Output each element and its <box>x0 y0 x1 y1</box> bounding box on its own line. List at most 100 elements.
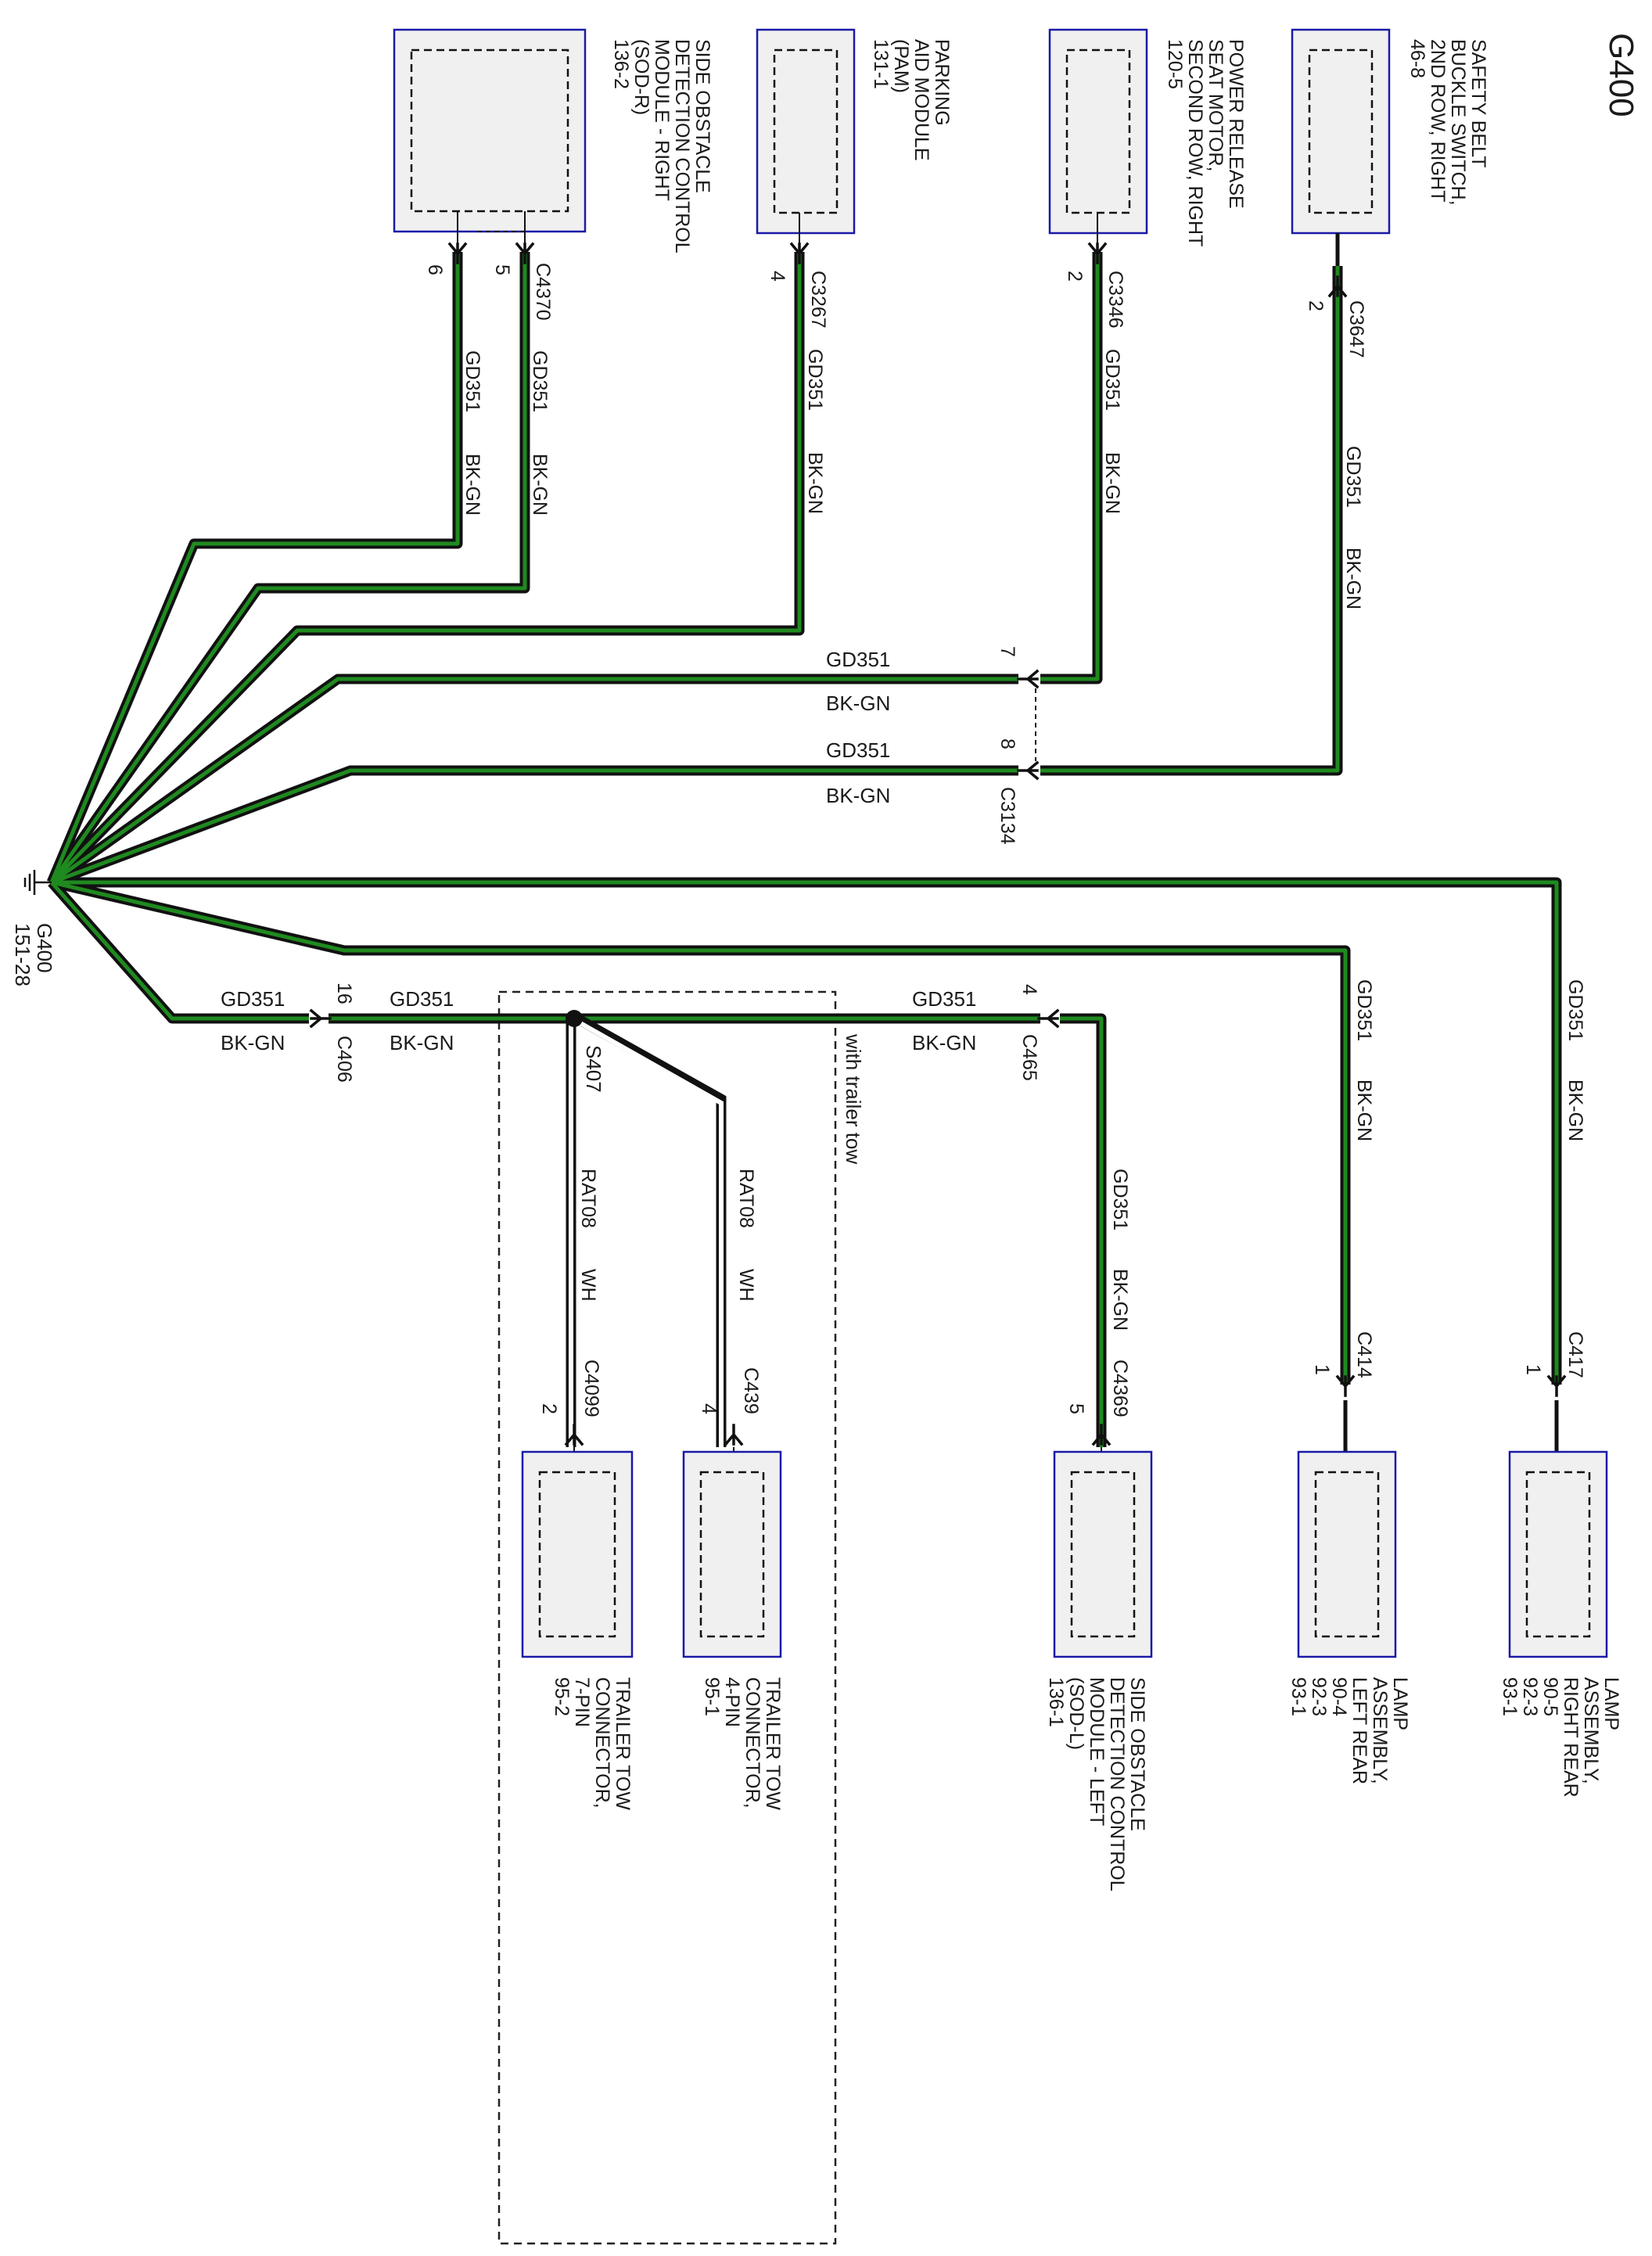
bottom-wire-labels: GD351 BK-GN GD351 BK-GN GD351 BK-GN RAT0… <box>577 979 1586 1331</box>
ground-ref: 151-28 <box>11 923 34 986</box>
fork-c414 <box>1336 1375 1355 1397</box>
bottom-pin-leads <box>573 1447 1102 1472</box>
svg-text:7-PIN: 7-PIN <box>571 1677 593 1727</box>
connector-c439: C439 <box>740 1367 762 1414</box>
svg-text:BK-GN: BK-GN <box>826 784 890 807</box>
pin-c4370-6: 6 <box>424 264 446 275</box>
svg-text:(SOD-L): (SOD-L) <box>1065 1677 1087 1750</box>
svg-text:(SOD-R): (SOD-R) <box>630 39 652 115</box>
svg-text:DETECTION CONTROL: DETECTION CONTROL <box>671 39 693 253</box>
ground-symbol <box>23 870 52 895</box>
trailer-7pin-label: TRAILER TOW CONNECTOR, 7-PIN 95-2 <box>551 1677 634 1810</box>
svg-text:120-5: 120-5 <box>1164 39 1186 89</box>
component-sod-left <box>1053 1450 1153 1658</box>
pin-c439: 4 <box>698 1403 720 1414</box>
component-trailer-7pin <box>521 1450 634 1658</box>
svg-text:TRAILER TOW: TRAILER TOW <box>612 1677 634 1810</box>
svg-text:46-8: 46-8 <box>1406 39 1428 78</box>
connector-c414: C414 <box>1353 1331 1375 1378</box>
connector-c3134: C3134 <box>997 787 1018 845</box>
svg-text:BK-GN: BK-GN <box>826 692 890 715</box>
pin-c3267: 4 <box>767 271 788 282</box>
wire-sod-l <box>1060 1013 1107 1447</box>
pin-c4369: 5 <box>1065 1403 1087 1414</box>
pin-c417: 1 <box>1522 1364 1544 1375</box>
svg-text:(PAM): (PAM) <box>890 39 912 93</box>
wire-seat-motor <box>48 252 1103 887</box>
svg-text:LEFT REAR: LEFT REAR <box>1349 1677 1370 1784</box>
top-wire-labels: GD351 BK-GN GD351 BK-GN GD351 BK-GN GD35… <box>461 349 1364 609</box>
svg-text:BK-GN: BK-GN <box>1101 452 1123 514</box>
pin-c4099: 2 <box>538 1403 560 1414</box>
fork-c4369 <box>1092 1424 1111 1446</box>
svg-text:BK-GN: BK-GN <box>1109 1269 1131 1331</box>
fork-c3134-pin8 <box>1017 761 1039 780</box>
wire-belt-switch <box>49 266 1343 888</box>
svg-text:SEAT MOTOR,: SEAT MOTOR, <box>1205 39 1226 171</box>
component-pam <box>756 28 856 235</box>
fork-c4370-pin6 <box>448 242 467 264</box>
pin-c414: 1 <box>1311 1364 1333 1375</box>
pin-c465: 4 <box>1018 984 1040 995</box>
svg-text:TRAILER TOW: TRAILER TOW <box>762 1677 784 1810</box>
svg-text:GD351: GD351 <box>826 648 890 671</box>
svg-text:90-5: 90-5 <box>1539 1677 1561 1716</box>
connector-c417: C417 <box>1564 1331 1586 1378</box>
svg-text:POWER RELEASE: POWER RELEASE <box>1225 39 1247 209</box>
connector-c465: C465 <box>1018 1034 1040 1081</box>
sod-left-label: SIDE OBSTACLE DETECTION CONTROL MODULE -… <box>1045 1677 1148 1891</box>
pam-label: PARKING AID MODULE (PAM) 131-1 <box>870 39 953 161</box>
wire-pam <box>48 252 805 886</box>
fork-c406 <box>310 1009 332 1028</box>
svg-text:CONNECTOR,: CONNECTOR, <box>742 1677 763 1809</box>
svg-text:4-PIN: 4-PIN <box>721 1677 743 1727</box>
component-lamp-left <box>1297 1450 1397 1658</box>
seat-motor-label: POWER RELEASE SEAT MOTOR, SECOND ROW, RI… <box>1164 39 1247 246</box>
fork-c465 <box>1037 1009 1059 1028</box>
connector-c4370: C4370 <box>532 263 554 321</box>
splice-s407 <box>566 1010 583 1027</box>
splice-label: S407 <box>582 1045 605 1093</box>
svg-text:GD351: GD351 <box>826 738 890 762</box>
fork-c3346 <box>1088 242 1107 264</box>
svg-text:136-1: 136-1 <box>1045 1677 1067 1727</box>
svg-text:BK-GN: BK-GN <box>1342 548 1364 609</box>
svg-text:GD351: GD351 <box>804 349 826 411</box>
rat08-wires <box>566 1014 727 1447</box>
fork-c3267 <box>790 242 809 264</box>
svg-text:AID MODULE: AID MODULE <box>910 39 932 161</box>
trailer-tow-note: with trailer tow <box>842 1033 865 1164</box>
fork-c439 <box>724 1424 743 1446</box>
trailer-tow-option-box <box>497 990 837 2245</box>
pin-c406: 16 <box>333 983 355 1004</box>
svg-text:BUCKLE SWITCH,: BUCKLE SWITCH, <box>1447 39 1469 206</box>
component-belt-switch <box>1291 28 1391 266</box>
pin-c3346: 2 <box>1064 271 1086 282</box>
svg-text:SAFETY BELT: SAFETY BELT <box>1467 39 1489 167</box>
pin-c4370-5: 5 <box>491 264 513 275</box>
svg-text:LAMP: LAMP <box>1600 1677 1622 1730</box>
fork-c417 <box>1547 1375 1566 1397</box>
svg-text:93-1: 93-1 <box>1287 1677 1309 1716</box>
svg-text:PARKING: PARKING <box>931 39 953 126</box>
connector-c4099: C4099 <box>580 1360 602 1417</box>
svg-text:BK-GN: BK-GN <box>529 454 551 516</box>
wire-lamp-right <box>52 877 1562 1385</box>
component-sod-right <box>393 28 587 233</box>
trailer-4pin-label: TRAILER TOW CONNECTOR, 4-PIN 95-1 <box>701 1677 784 1810</box>
svg-text:SIDE OBSTACLE: SIDE OBSTACLE <box>1126 1677 1148 1831</box>
diagram-title: G400 <box>1602 33 1640 117</box>
connector-c406: C406 <box>333 1036 355 1083</box>
svg-text:BK-GN: BK-GN <box>390 1031 454 1054</box>
svg-text:BK-GN: BK-GN <box>221 1031 285 1054</box>
svg-text:BK-GN: BK-GN <box>1353 1080 1375 1141</box>
ground-name: G400 <box>33 923 56 973</box>
svg-text:GD351: GD351 <box>390 987 454 1011</box>
fork-c3647 <box>1328 275 1347 297</box>
svg-text:RAT08: RAT08 <box>735 1169 757 1228</box>
svg-text:GD351: GD351 <box>461 350 483 412</box>
pin-c3134-7: 7 <box>997 646 1018 657</box>
svg-text:GD351: GD351 <box>1342 446 1364 508</box>
svg-text:ASSEMBLY,: ASSEMBLY, <box>1580 1677 1602 1784</box>
connector-c3346: C3346 <box>1104 271 1126 329</box>
